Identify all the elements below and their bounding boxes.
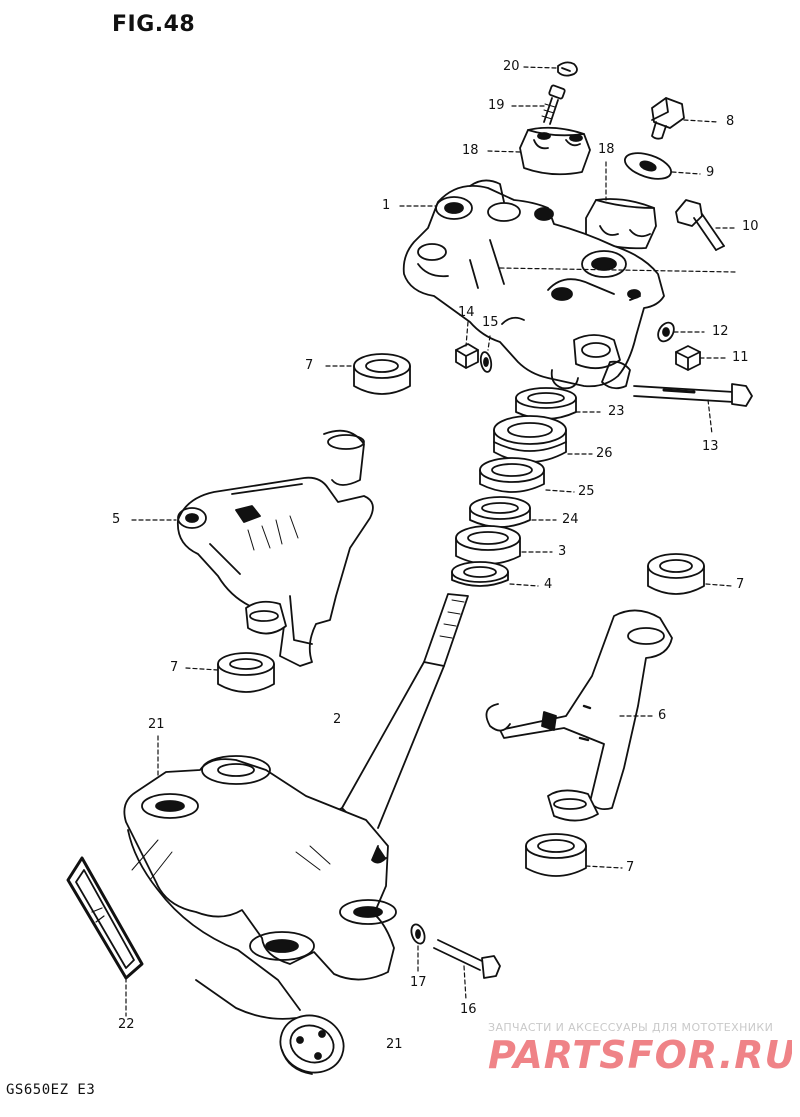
part-7-grommet-top <box>354 354 410 394</box>
watermark-tagline: ЗАПЧАСТИ И АКСЕССУАРЫ ДЛЯ МОТОТЕХНИКИ <box>488 1021 774 1034</box>
part-22-plate <box>68 858 142 978</box>
part-8-bolt <box>652 98 684 139</box>
part-21-lower-bracket <box>124 756 396 1019</box>
callout-3: 3 <box>558 544 567 559</box>
callout-13: 13 <box>702 439 719 454</box>
callout-1: 1 <box>382 198 391 213</box>
callout-21-upper: 21 <box>148 717 165 732</box>
callout-11: 11 <box>732 350 749 365</box>
callout-4: 4 <box>544 577 553 592</box>
callout-6: 6 <box>658 708 667 723</box>
leader-lines <box>126 67 736 1016</box>
callout-17: 17 <box>410 975 427 990</box>
part-25-race <box>480 458 544 492</box>
part-16-bolt <box>434 940 500 978</box>
callout-18-upper: 18 <box>462 143 479 158</box>
callout-18-lower: 18 <box>598 142 615 157</box>
callout-9: 9 <box>706 165 715 180</box>
callout-21-lower: 21 <box>386 1037 403 1052</box>
callout-25: 25 <box>578 484 595 499</box>
callout-12: 12 <box>712 324 729 339</box>
part-18-lower-holder <box>586 199 656 248</box>
figure-title: FIG.48 <box>112 12 196 37</box>
callout-7-bottom: 7 <box>626 860 635 875</box>
part-26-bearing <box>494 416 566 462</box>
part-15-washer <box>479 351 492 372</box>
callout-19: 19 <box>488 98 505 113</box>
callout-15: 15 <box>482 315 499 330</box>
part-23-seal <box>516 388 576 419</box>
callout-7-right: 7 <box>736 577 745 592</box>
part-5-left-bracket <box>178 431 373 666</box>
part-20-clip <box>558 62 577 75</box>
callout-26: 26 <box>596 446 613 461</box>
watermark-logo: PARTSFOR.RU <box>488 1033 792 1076</box>
callout-5: 5 <box>112 512 121 527</box>
part-4-seal <box>452 562 508 586</box>
part-10-bolt <box>676 200 724 250</box>
part-18-upper-holder <box>520 128 590 175</box>
callout-20: 20 <box>503 59 520 74</box>
part-6-right-bracket <box>486 610 672 820</box>
part-7-grommet-left <box>218 653 274 692</box>
callout-14: 14 <box>458 305 475 320</box>
model-code: GS650EZ E3 <box>6 1082 96 1098</box>
part-17-washer <box>409 923 427 946</box>
part-3-bearing <box>456 526 520 564</box>
part-24-race <box>470 497 530 527</box>
part-1-upper-bracket <box>404 180 664 388</box>
callout-24: 24 <box>562 512 579 527</box>
callout-7-top: 7 <box>305 358 314 373</box>
part-21-grommet <box>272 1007 351 1082</box>
part-12-washer <box>655 320 677 344</box>
part-11-nut <box>676 346 700 370</box>
callout-7-left: 7 <box>170 660 179 675</box>
callout-2: 2 <box>333 712 342 727</box>
part-2-steering-stem <box>330 594 468 836</box>
part-19-bolt <box>542 85 565 124</box>
part-13-bolt <box>634 384 752 406</box>
callout-16: 16 <box>460 1002 477 1017</box>
part-9-washer <box>622 148 674 184</box>
callout-23: 23 <box>608 404 625 419</box>
callout-22: 22 <box>118 1017 135 1032</box>
watermark-logo-text: PARTSFOR.RU <box>488 1033 792 1076</box>
part-7-grommet-bottom <box>526 834 586 876</box>
part-7-grommet-right <box>648 554 704 594</box>
callout-8: 8 <box>726 114 735 129</box>
part-14-nut <box>456 344 478 368</box>
callout-10: 10 <box>742 219 759 234</box>
